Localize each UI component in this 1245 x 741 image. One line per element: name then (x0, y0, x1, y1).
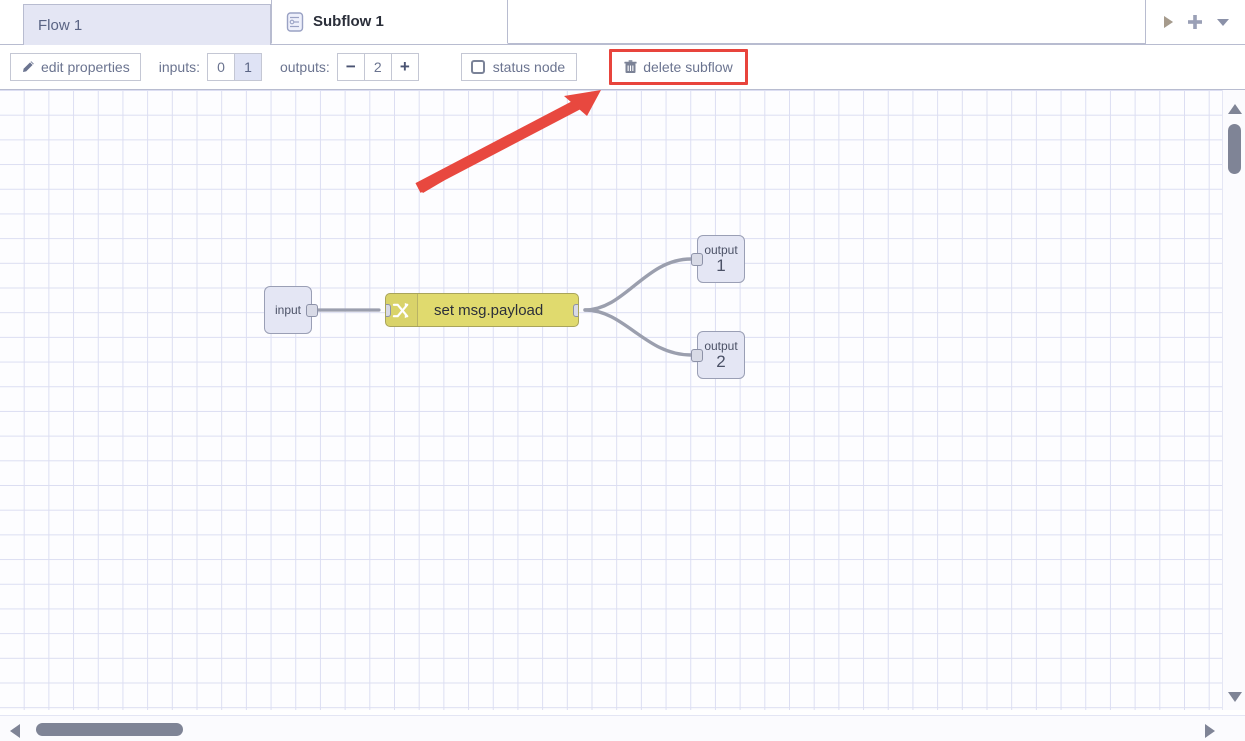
change-node-icon (386, 294, 418, 326)
inputs-label: inputs: (158, 59, 200, 75)
vertical-scroll-thumb[interactable] (1228, 124, 1241, 174)
delete-subflow-button[interactable]: delete subflow (613, 53, 744, 81)
status-node-label: status node (492, 59, 566, 75)
wire-change-to-output-1 (583, 257, 693, 312)
tab-menu-chevron-down-icon[interactable] (1213, 12, 1233, 32)
vertical-scrollbar[interactable] (1222, 90, 1245, 710)
add-tab-icon[interactable] (1185, 12, 1205, 32)
outputs-stepper: − 2 + (336, 53, 419, 81)
change-node-label: set msg.payload (434, 301, 544, 319)
tab-flow-1[interactable]: Flow 1 (23, 4, 271, 45)
wires-layer (316, 257, 693, 357)
delete-subflow-label: delete subflow (643, 59, 733, 75)
subflow-output-2-label: output (704, 338, 738, 353)
flow-canvas[interactable]: input set msg.payload (0, 90, 1222, 710)
outputs-increment-button[interactable]: + (390, 53, 419, 81)
inputs-option-0[interactable]: 0 (206, 53, 235, 81)
subflow-output-1-number: 1 (716, 255, 726, 275)
subflow-output-2-number: 2 (716, 351, 726, 371)
inputs-option-1[interactable]: 1 (233, 53, 262, 81)
subflow-input-label: input (274, 302, 302, 317)
subflow-output-2-stack: output 2 (704, 338, 738, 371)
outputs-label: outputs: (279, 59, 330, 75)
edit-properties-button[interactable]: edit properties (10, 53, 141, 81)
subflow-output-1-label: output (704, 242, 738, 257)
change-node[interactable]: set msg.payload (385, 293, 579, 327)
output-node-1-input-port[interactable] (691, 253, 703, 266)
subflow-output-node-1[interactable]: output 1 (691, 235, 745, 283)
input-node-output-port[interactable] (306, 304, 318, 317)
outputs-decrement-button[interactable]: − (336, 53, 365, 81)
change-node-input-port[interactable] (386, 304, 391, 317)
pencil-icon (21, 60, 35, 74)
status-node-checkbox[interactable] (470, 60, 485, 74)
subflow-output-node-2[interactable]: output 2 (691, 331, 745, 379)
edit-properties-label: edit properties (41, 59, 130, 75)
tab-bar: Flow 1 Subflow 1 (0, 0, 1245, 45)
scroll-right-arrow-icon[interactable] (1205, 724, 1215, 738)
inputs-segmented-control: 0 1 (206, 53, 262, 81)
scroll-left-arrow-icon[interactable] (10, 724, 20, 738)
horizontal-scrollbar[interactable] (0, 715, 1245, 741)
scroll-down-arrow-icon[interactable] (1228, 692, 1242, 702)
subflow-toolbar: edit properties inputs: 0 1 outputs: − 2… (0, 45, 1245, 90)
scroll-up-arrow-icon[interactable] (1228, 104, 1242, 114)
annotation-arrow-icon (415, 90, 601, 193)
outputs-value: 2 (363, 53, 392, 81)
delete-subflow-highlight: delete subflow (609, 49, 748, 85)
tab-subflow-1[interactable]: Subflow 1 (271, 0, 508, 44)
canvas-area: input set msg.payload (0, 90, 1245, 741)
tabs-area: Flow 1 Subflow 1 (0, 0, 1145, 45)
horizontal-scroll-thumb[interactable] (36, 723, 183, 736)
play-icon[interactable] (1158, 12, 1178, 32)
subflow-output-1-stack: output 1 (704, 242, 738, 275)
subflow-icon (286, 11, 304, 32)
trash-icon (624, 60, 637, 74)
tab-subflow-1-label: Subflow 1 (313, 13, 384, 30)
output-node-2-input-port[interactable] (691, 349, 703, 362)
status-node-toggle[interactable]: status node (460, 53, 578, 81)
wire-change-to-output-2 (583, 308, 693, 357)
tab-bar-filler (508, 3, 1145, 44)
tab-flow-1-label: Flow 1 (38, 16, 83, 34)
subflow-input-node[interactable]: input (264, 286, 318, 334)
tab-bar-tools (1145, 0, 1245, 44)
change-node-output-port[interactable] (573, 304, 578, 317)
